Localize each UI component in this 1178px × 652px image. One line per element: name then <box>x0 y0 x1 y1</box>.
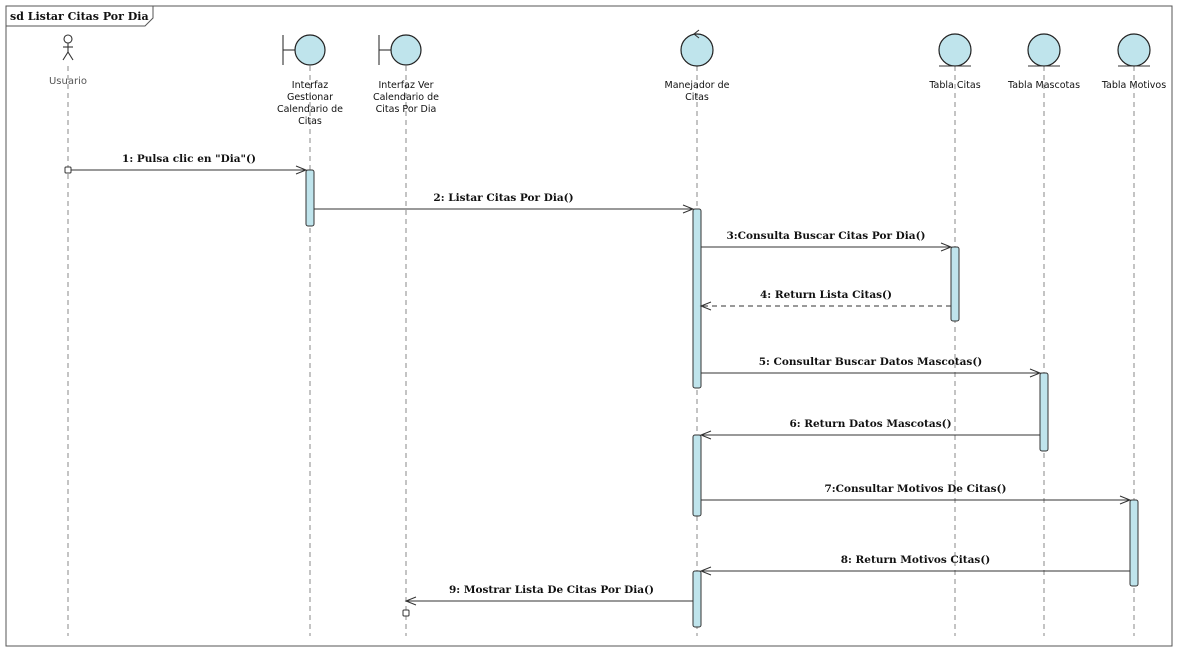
message-label: 2: Listar Citas Por Dia() <box>433 192 573 204</box>
message-6: 6: Return Datos Mascotas() <box>699 418 1040 440</box>
activation-bar-tabla_mascotas <box>1039 372 1049 452</box>
lifelines <box>67 66 1135 636</box>
message-endpoint <box>64 166 72 174</box>
activation-bar-tabla_citas <box>950 246 960 322</box>
message-2: 2: Listar Citas Por Dia() <box>314 192 695 214</box>
arrowhead-icon <box>295 165 308 175</box>
arrowhead-icon <box>699 301 712 311</box>
activation-bar-ui_gestionar <box>305 169 315 227</box>
participant-label-ui_gestionar: Interfaz <box>292 80 328 91</box>
activations <box>305 169 1139 628</box>
message-label: 5: Consultar Buscar Datos Mascotas() <box>759 356 983 368</box>
activation-bar-manejador <box>692 208 702 389</box>
actor-icon <box>62 34 74 61</box>
participant-label-tabla_citas: Tabla Citas <box>928 80 980 91</box>
message-endpoint <box>402 609 410 617</box>
arrowhead-icon <box>1119 495 1132 505</box>
participant-label-usuario: Usuario <box>49 76 87 87</box>
message-3: 3:Consulta Buscar Citas Por Dia() <box>701 230 953 252</box>
participant-label-ui_ver: Citas Por Dia <box>376 104 437 115</box>
participant-label-ui_ver: Calendario de <box>373 92 439 103</box>
messages: 1: Pulsa clic en "Dia"() 2: Listar Citas … <box>64 153 1132 617</box>
participant-label-ui_ver: Interfaz Ver <box>379 80 434 91</box>
frame-title: sd Listar Citas Por Dia <box>10 10 149 23</box>
participant-label-ui_gestionar: Calendario de <box>277 104 343 115</box>
message-4: 4: Return Lista Citas() <box>699 289 951 311</box>
message-label: 4: Return Lista Citas() <box>760 289 892 301</box>
arrowhead-icon <box>682 204 695 214</box>
entity-icon <box>938 33 972 67</box>
participant-label-tabla_mascotas: Tabla Mascotas <box>1007 80 1080 91</box>
arrowhead-icon <box>940 242 953 252</box>
control-icon <box>680 29 714 67</box>
diagram-frame <box>5 5 1173 647</box>
entity-icon <box>1027 33 1061 67</box>
participant-label-ui_gestionar: Gestionar <box>287 92 333 103</box>
message-label: 6: Return Datos Mascotas() <box>789 418 951 430</box>
message-1: 1: Pulsa clic en "Dia"() <box>64 153 308 175</box>
message-8: 8: Return Motivos Citas() <box>699 554 1130 576</box>
participant-label-manejador: Citas <box>685 92 709 103</box>
participant-label-ui_gestionar: Citas <box>298 116 322 127</box>
arrowhead-icon <box>1029 368 1042 378</box>
activation-bar-manejador <box>692 570 702 628</box>
arrowhead-icon <box>404 596 417 606</box>
message-label: 1: Pulsa clic en "Dia"() <box>122 153 256 165</box>
participant-label-manejador: Manejador de <box>665 80 730 91</box>
message-5: 5: Consultar Buscar Datos Mascotas() <box>701 356 1042 378</box>
message-label: 9: Mostrar Lista De Citas Por Dia() <box>449 584 654 596</box>
message-7: 7:Consultar Motivos De Citas() <box>701 483 1132 505</box>
message-label: 3:Consulta Buscar Citas Por Dia() <box>726 230 925 242</box>
activation-bar-tabla_motivos <box>1129 499 1139 587</box>
participant-label-tabla_motivos: Tabla Motivos <box>1101 80 1166 91</box>
arrowhead-icon <box>699 430 712 440</box>
message-9: 9: Mostrar Lista De Citas Por Dia() <box>402 584 693 617</box>
participant-heads <box>62 29 1151 67</box>
arrowhead-icon <box>699 566 712 576</box>
boundary-icon <box>378 34 422 66</box>
boundary-icon <box>282 34 326 66</box>
message-label: 8: Return Motivos Citas() <box>841 554 991 566</box>
message-label: 7:Consultar Motivos De Citas() <box>825 483 1007 495</box>
entity-icon <box>1117 33 1151 67</box>
frame-tab <box>5 5 154 27</box>
activation-bar-manejador <box>692 434 702 517</box>
